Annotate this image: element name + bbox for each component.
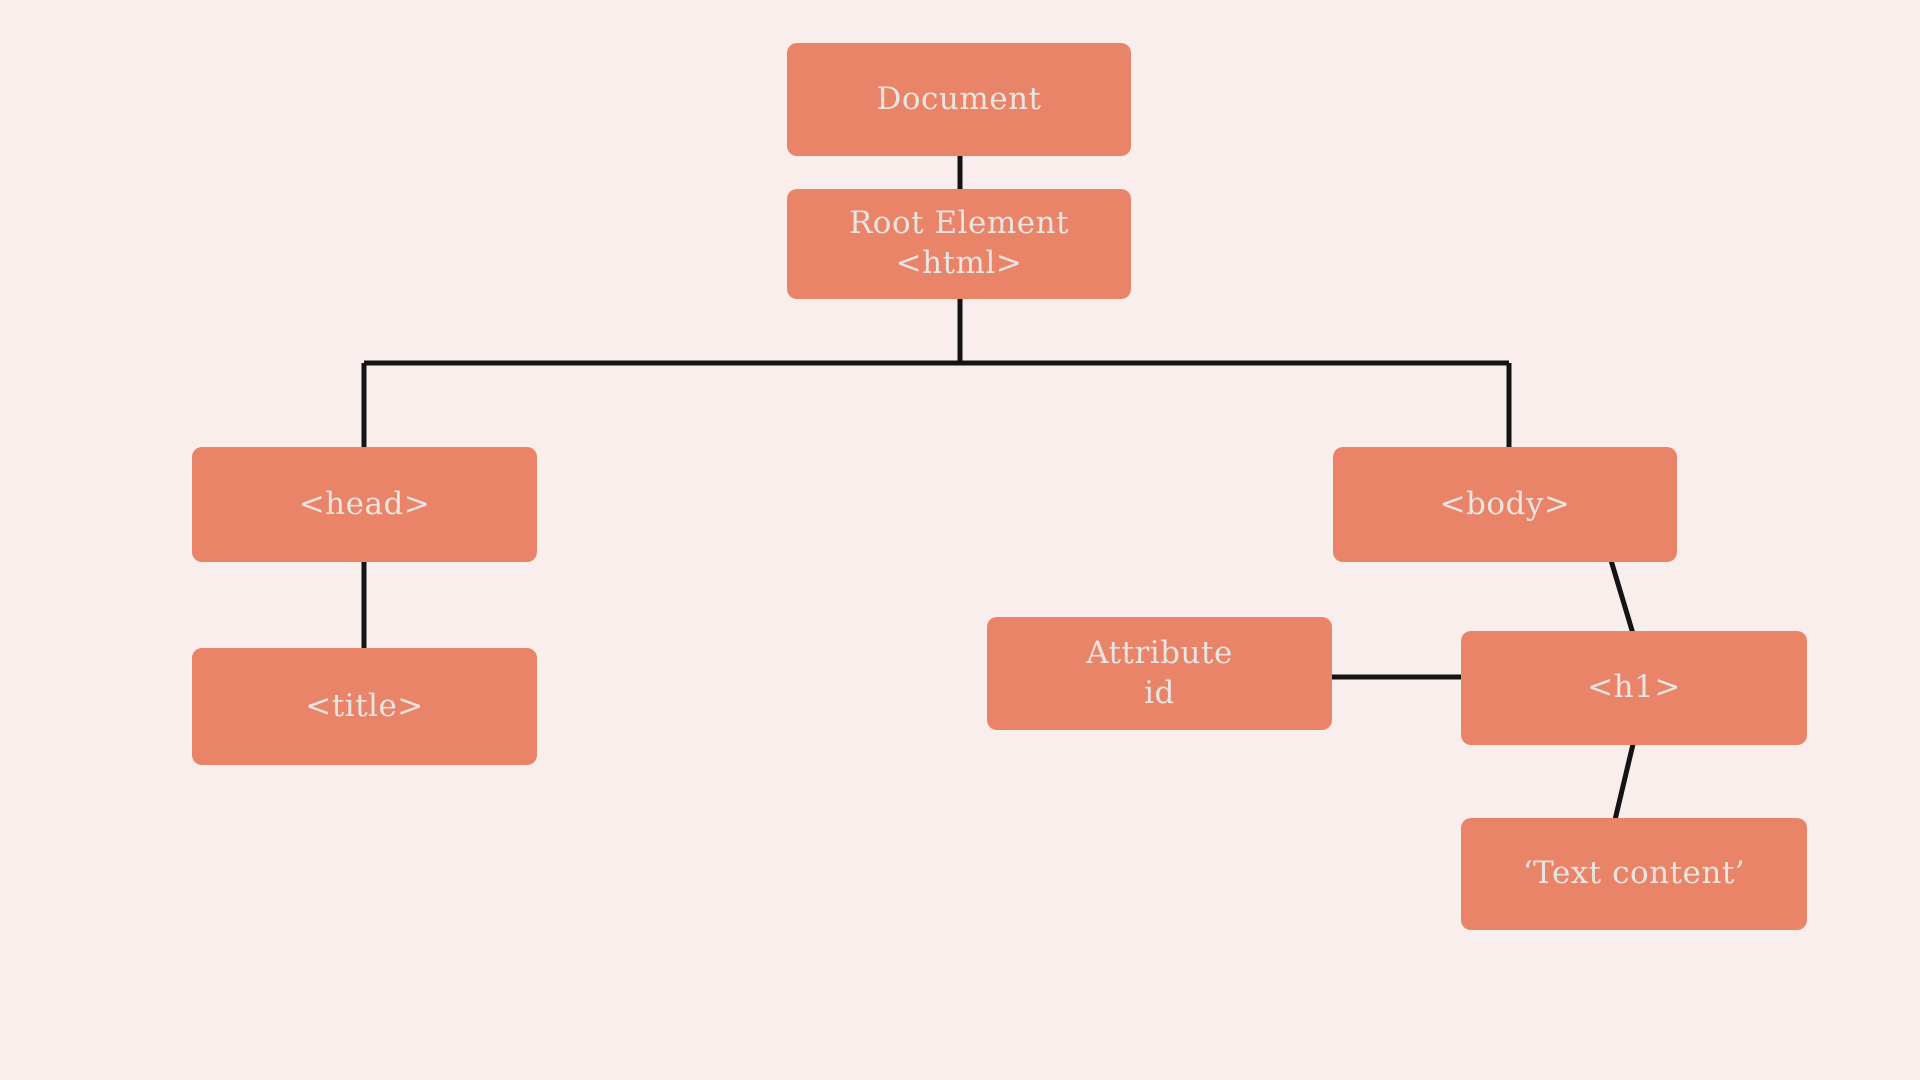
node-body-label: <body> [1439,485,1571,522]
node-document-label: Document [876,80,1042,117]
node-attribute[interactable]: Attribute id [987,617,1332,730]
node-document[interactable]: Document [787,43,1131,156]
node-title[interactable]: <title> [192,648,537,765]
edge-body-to-h1 [1607,556,1637,638]
edge-h1-to-text-content [1611,739,1637,825]
node-head-label: <head> [298,485,431,522]
node-root-element[interactable]: Root Element <html> [787,189,1131,299]
node-root-element-label: Root Element <html> [848,205,1070,281]
node-h1-label: <h1> [1587,669,1681,706]
node-body[interactable]: <body> [1333,447,1677,562]
node-attribute-label: Attribute id [1086,634,1233,711]
node-head[interactable]: <head> [192,447,537,562]
node-text-content-label: ‘Text content’ [1522,855,1746,892]
node-h1[interactable]: <h1> [1461,631,1807,745]
node-text-content[interactable]: ‘Text content’ [1461,818,1807,930]
node-title-label: <title> [305,687,424,724]
